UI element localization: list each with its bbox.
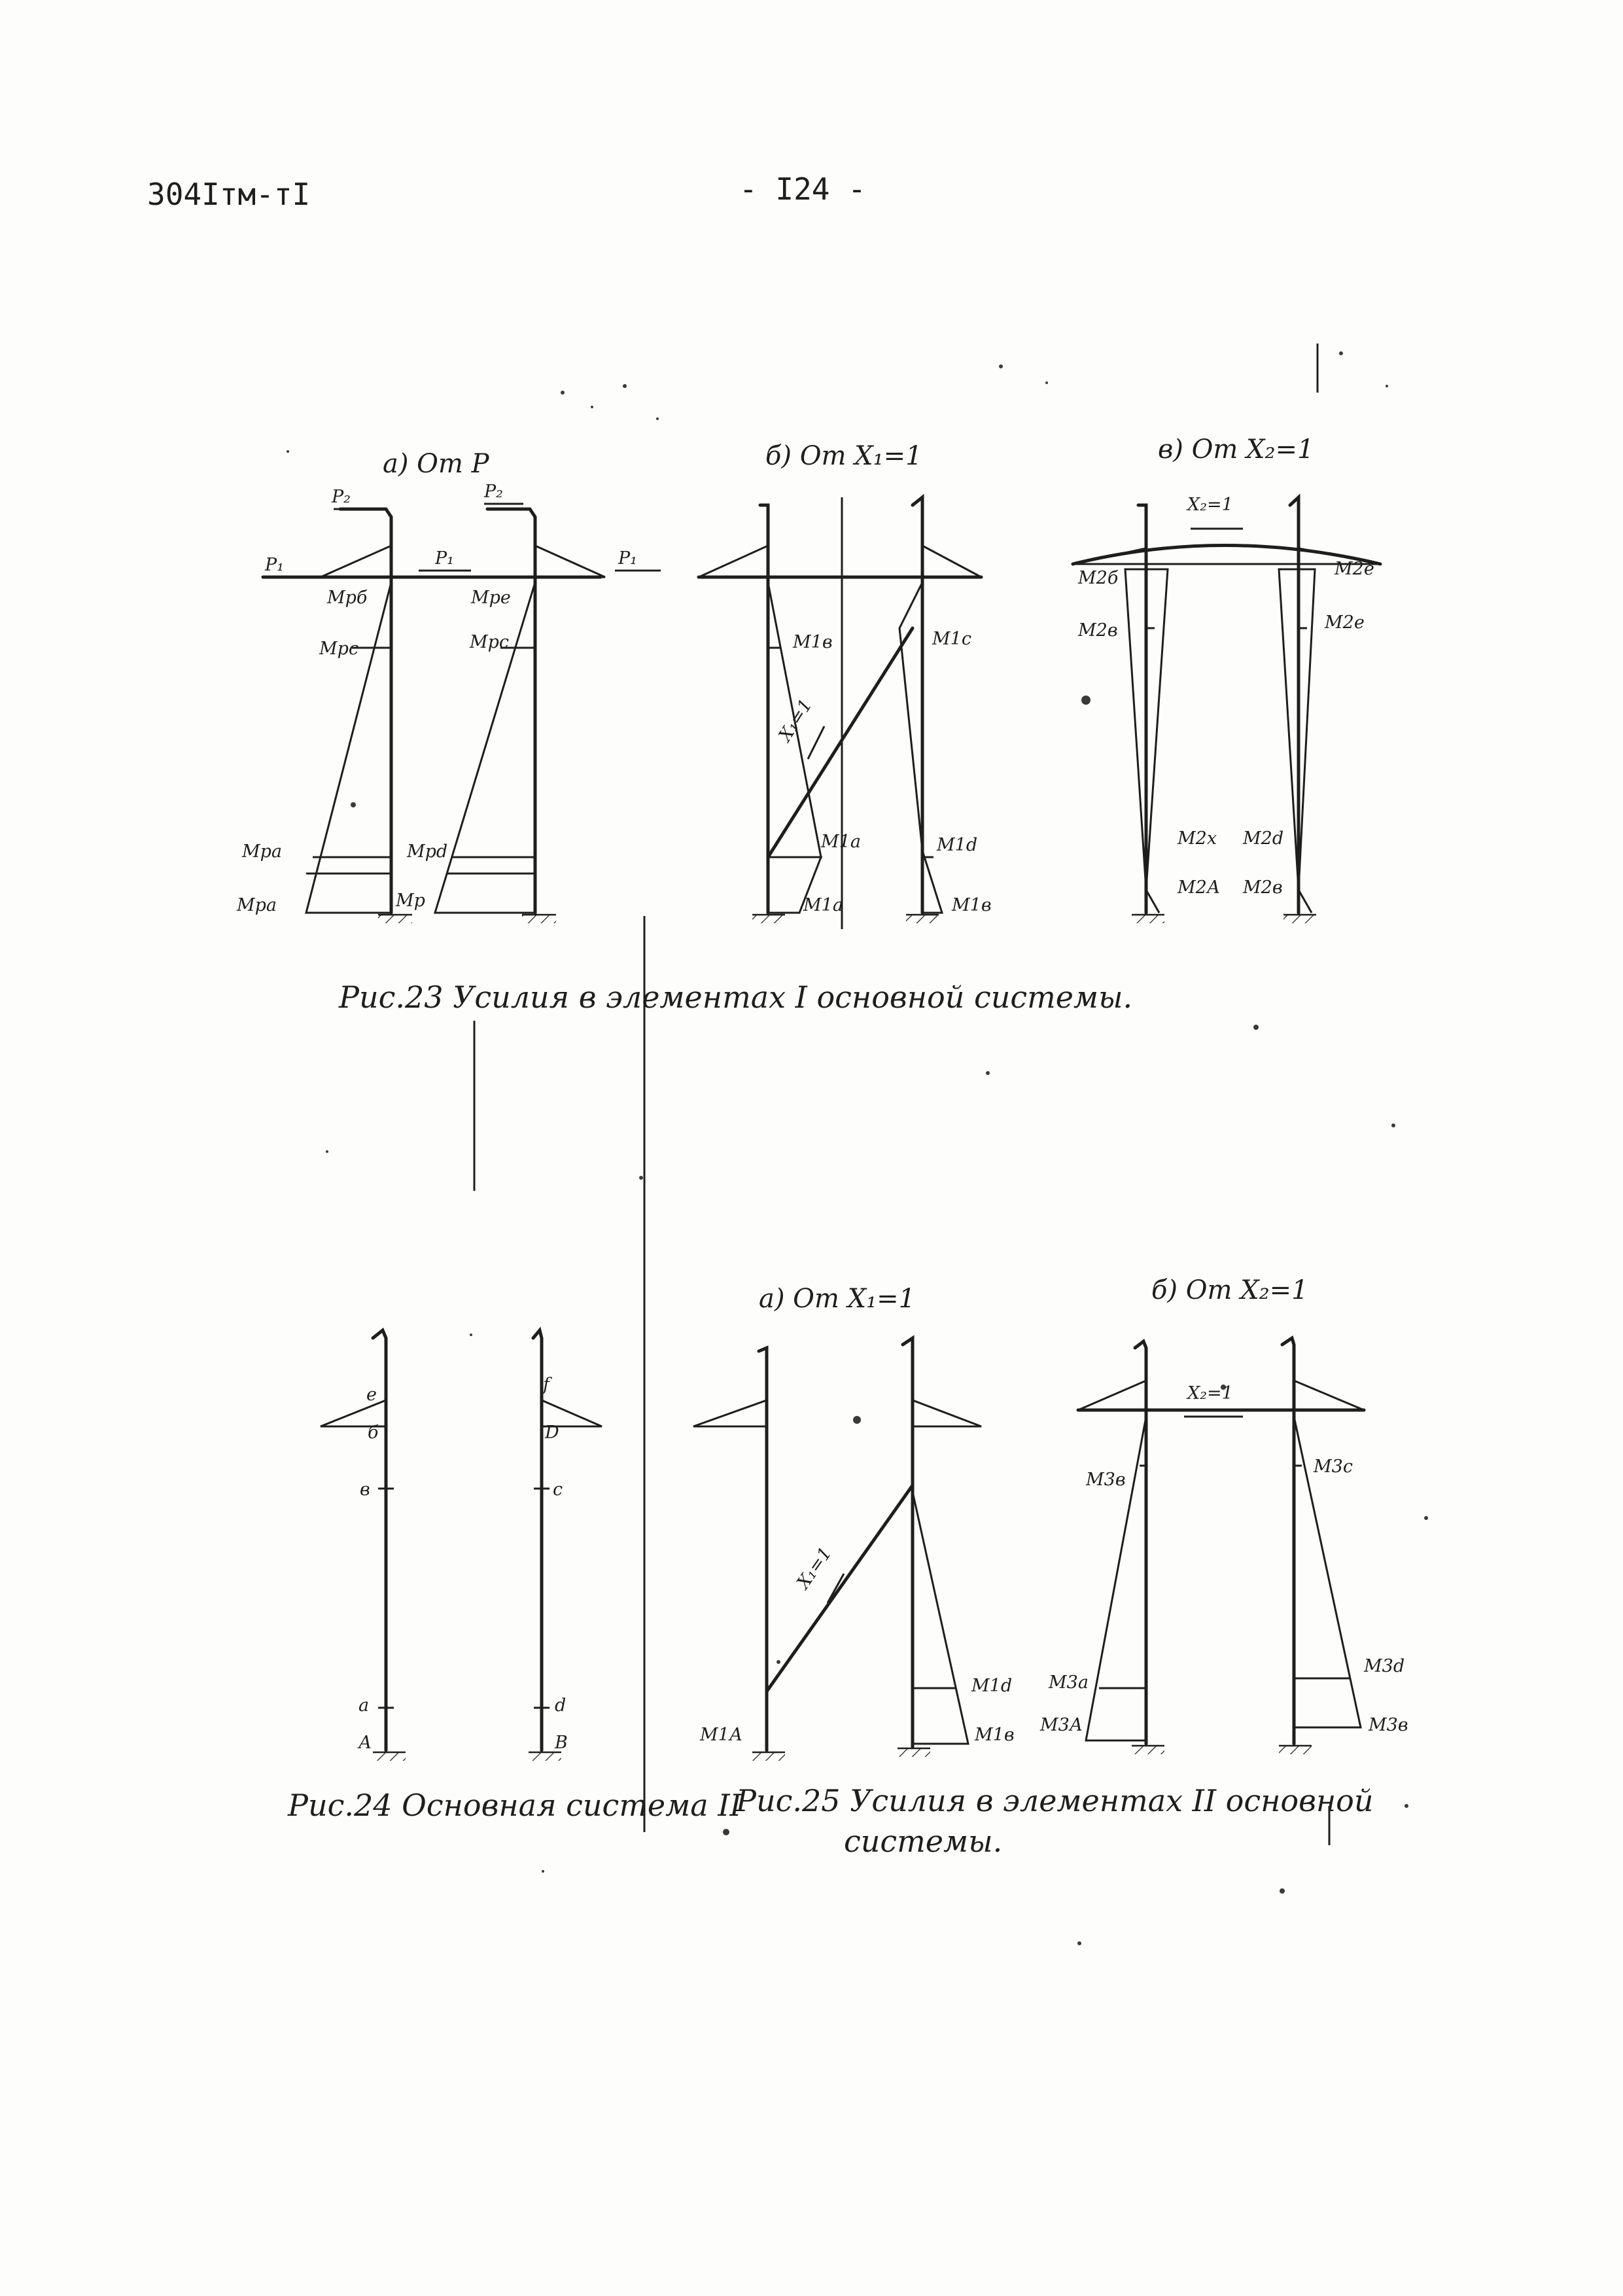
fig23a-title: а) От Р [383,449,490,479]
moment-label: М1в [792,632,833,652]
moment-label: Мра [241,841,282,862]
moment-label: М2б [1077,568,1119,588]
moment-label: Мра [236,895,277,915]
moment-label: М1а [803,895,843,915]
node-label: с [553,1479,563,1500]
fig25-panel-a: а) От X₁=1 X₁=1 М1d М1в М1А [693,1284,1015,1761]
node-label: В [554,1733,568,1753]
fig24-caption: Рис.24 Основная система II [287,1788,742,1823]
node-label: б [368,1422,379,1443]
unit-force-label: X₁=1 [792,1544,836,1594]
fig25-caption-line2: системы. [844,1824,1002,1859]
node-label: f [542,1375,552,1395]
moment-label: М3А [1039,1715,1083,1735]
moment-label: Мрс [319,639,358,659]
moment-label: М2х [1177,828,1217,849]
moment-label: М2d [1242,828,1283,849]
moment-label: М3в [1368,1715,1408,1735]
node-label: е [366,1385,377,1405]
moment-label: Мрс [469,632,509,652]
moment-label: М3в [1085,1470,1126,1490]
fig25-caption-line1: Рис.25 Усилия в элементах II основной [735,1783,1374,1818]
load-label: P₂ [331,487,351,507]
fig23-caption: Рис.23 Усилия в элементах I основной сис… [338,980,1132,1015]
moment-label: М1в [974,1725,1015,1745]
moment-label: М2е [1324,612,1365,633]
fig23b-title: б) От X₁=1 [765,441,922,471]
moment-label: М1А [699,1725,742,1745]
unit-force-label: X₁=1 [775,696,816,746]
page-number: - I24 - [739,171,866,207]
moment-label: М2в [1242,877,1283,898]
unit-force-label: X₂=1 [1186,495,1233,515]
node-label: а [358,1695,369,1716]
moment-label: М2в [1077,620,1118,641]
load-label: P₁ [434,548,454,569]
moment-label: М1а [820,832,861,852]
fig23-panel-c: в) От X₂=1 X₂=1 М2б М [1071,434,1382,923]
moment-label: М3с [1313,1457,1353,1477]
fig24-system: е б в а А f D с d В [320,1326,602,1761]
unit-force-label: X₂=1 [1186,1383,1233,1404]
moment-label: М1с [932,629,971,649]
moment-label: М3а [1048,1672,1089,1693]
node-label: D [544,1422,559,1443]
moment-label: М1в [951,895,992,915]
load-label: P₂ [483,482,503,502]
moment-label: Мре [470,588,511,608]
load-label: P₁ [618,548,637,569]
moment-label: Мрd [406,841,447,862]
node-label: d [555,1695,566,1716]
moment-label: М1d [936,835,977,855]
fig23c-title: в) От X₂=1 [1158,434,1314,465]
node-label: А [357,1733,372,1753]
moment-label: М2А [1177,877,1220,898]
document-code: 304Iтм-тI [147,177,311,212]
moment-label: Мр [395,891,425,911]
moment-label: Мрб [326,588,368,608]
fig25b-title: б) От X₂=1 [1151,1275,1308,1305]
fig23-panel-b: б) От X₁=1 X₁=1 М1в М [697,441,992,929]
fig25-panel-b: б) От X₂=1 X₂=1 М3в М3с М3а М3d М3А М3в [1039,1275,1408,1754]
fig25a-title: а) От X₁=1 [759,1284,915,1314]
moment-label: М3d [1363,1656,1405,1676]
moment-label: М1d [971,1676,1012,1696]
load-label: P₁ [264,555,284,575]
node-label: в [360,1479,370,1500]
moment-label: М2е [1334,559,1374,579]
fig23-panel-a: а) От Р P₂ P₂ P₁ P₁ P₁ [236,449,661,923]
scan-noise [287,344,1428,1945]
